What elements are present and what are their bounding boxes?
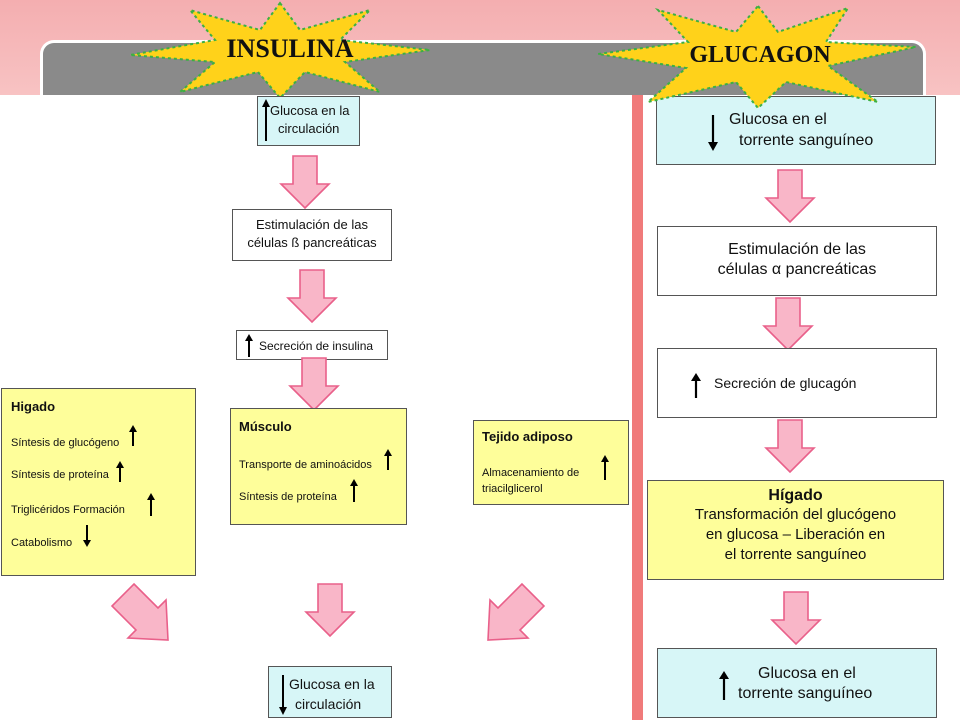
glucagon-glucose-low-box: Glucosa en el torrente sanguíneo xyxy=(656,96,936,165)
muscle-item-amino: Transporte de aminoácidos xyxy=(239,459,372,471)
insulin-star-shape xyxy=(129,1,431,100)
glucagon-title: GLUCAGON xyxy=(689,42,831,68)
glucagon-liver-title: Hígado xyxy=(768,487,823,504)
liver-item-protein: Síntesis de proteína xyxy=(11,469,109,481)
down-arrow-8 xyxy=(771,591,821,645)
insulin-glucose-low-line2: circulación xyxy=(295,696,362,712)
insulin-glucose-low-box: Glucosa en la circulación xyxy=(268,666,392,718)
down-arrow-3 xyxy=(289,357,339,411)
beta-stim-line1: Estimulación de las xyxy=(256,217,368,232)
insulin-title: INSULINA xyxy=(226,34,354,63)
liver-item-glycogen: Síntesis de glucógeno xyxy=(11,437,120,449)
glucagon-glucose-low-line1: Glucosa en el xyxy=(729,111,827,128)
up-arrow-icon xyxy=(147,493,155,516)
beta-stim-line2: células ß pancreáticas xyxy=(247,235,377,250)
alpha-stim-line1: Estimulación de las xyxy=(728,241,866,258)
alpha-stim-line2: células α pancreáticas xyxy=(717,261,877,278)
up-arrow-icon xyxy=(262,99,270,141)
liver-box: Higado Síntesis de glucógeno Síntesis de… xyxy=(1,388,196,576)
up-arrow-icon xyxy=(384,449,392,470)
glucagon-liver-line2: en glucosa – Liberación en xyxy=(705,526,886,543)
adipose-title: Tejido adiposo xyxy=(482,429,573,444)
glucagon-glucose-high-line2: torrente sanguíneo xyxy=(738,685,873,702)
down-arrow-1 xyxy=(280,155,330,209)
glucagon-glucose-high-box: Glucosa en el torrente sanguíneo xyxy=(657,648,937,718)
down-arrow-7 xyxy=(765,419,815,473)
down-arrow-5 xyxy=(765,169,815,223)
up-arrow-icon xyxy=(691,373,701,398)
down-arrow-4 xyxy=(305,583,355,637)
liver-item-triglycerides: Triglicéridos Formación xyxy=(11,504,125,516)
liver-item-catabolism: Catabolismo xyxy=(11,537,73,549)
insulin-secretion-label: Secreción de insulina xyxy=(259,339,374,353)
glucagon-liver-line3: el torrente sanguíneo xyxy=(724,546,867,563)
glucagon-secretion-label: Secreción de glucagón xyxy=(714,375,857,391)
glucagon-secretion-box: Secreción de glucagón xyxy=(657,348,937,418)
down-arrow-icon xyxy=(279,675,287,715)
glucagon-star-shape xyxy=(597,4,917,110)
down-left-arrow xyxy=(487,582,546,641)
down-arrow-2 xyxy=(287,269,337,323)
glucagon-liver-line1: Transformación del glucógeno xyxy=(694,506,897,523)
down-right-arrow xyxy=(110,582,169,641)
insulin-glucose-high-box: Glucosa en la circulación xyxy=(257,96,360,146)
glucagon-glucose-low-line2: torrente sanguíneo xyxy=(739,132,874,149)
insulin-glucose-high-line1: Glucosa en la xyxy=(270,103,350,118)
up-arrow-icon xyxy=(719,671,729,700)
up-arrow-icon xyxy=(116,461,124,482)
adipose-item-line1: Almacenamiento de xyxy=(482,467,580,479)
insulin-secretion-box: Secreción de insulina xyxy=(236,330,388,360)
down-arrow-icon xyxy=(83,525,91,547)
up-arrow-icon xyxy=(350,479,358,502)
up-arrow-icon xyxy=(245,334,253,357)
glucagon-glucose-high-line1: Glucosa en el xyxy=(758,665,856,682)
down-arrow-6 xyxy=(763,297,813,351)
muscle-box: Músculo Transporte de aminoácidos Síntes… xyxy=(230,408,407,525)
down-arrow-icon xyxy=(708,115,718,151)
up-arrow-icon xyxy=(601,455,609,480)
up-arrow-icon xyxy=(129,425,137,446)
muscle-title: Músculo xyxy=(239,419,292,434)
column-divider xyxy=(632,95,643,720)
adipose-item-line2: triacilglicerol xyxy=(482,483,543,495)
beta-stimulation-box: Estimulación de las células ß pancreátic… xyxy=(232,209,392,261)
glucagon-liver-box: Hígado Transformación del glucógeno en g… xyxy=(647,480,944,580)
muscle-item-protein: Síntesis de proteína xyxy=(239,491,337,503)
insulin-glucose-low-line1: Glucosa en la xyxy=(289,676,375,692)
alpha-stimulation-box: Estimulación de las células α pancreátic… xyxy=(657,226,937,296)
liver-title: Higado xyxy=(11,399,56,414)
insulin-glucose-high-line2: circulación xyxy=(278,121,340,136)
adipose-box: Tejido adiposo Almacenamiento de triacil… xyxy=(473,420,629,505)
